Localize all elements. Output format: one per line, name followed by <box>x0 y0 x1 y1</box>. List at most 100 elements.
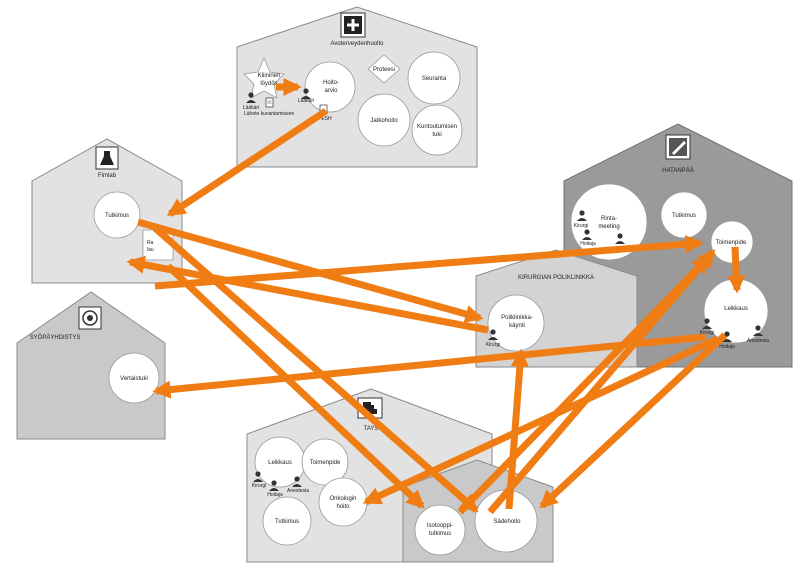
svg-text:meeting: meeting <box>598 224 619 230</box>
svg-text:Leikkaus: Leikkaus <box>724 306 748 312</box>
node-isotooppitutkimus: Isotooppi- tutkimus <box>414 504 466 556</box>
person-icon <box>488 329 498 340</box>
role-kirurgi-tays: Kirurgi <box>252 471 266 489</box>
person-icon <box>269 480 279 491</box>
arrow-fimlab-to-toimenpide <box>154 235 704 290</box>
svg-text:Anestesia: Anestesia <box>287 488 309 494</box>
arrow-sadehoito-to-toimenpide <box>487 249 716 515</box>
house-label: Fimlab <box>98 173 117 179</box>
node-jatkohoito: Jatkohoito <box>357 93 411 147</box>
svg-text:Kuntoutumisen: Kuntoutumisen <box>417 124 457 130</box>
node-seuranta: Seuranta <box>407 51 461 105</box>
person-icon <box>753 325 763 336</box>
svg-text:Ra: Ra <box>147 240 154 246</box>
role-kirurgi-poli: Kirurgi <box>486 329 500 348</box>
svg-text:Jatkohoito: Jatkohoito <box>370 118 398 124</box>
role-kirurgi-hatanpaa: Kirurgi <box>574 210 588 229</box>
svg-text:hoito: hoito <box>336 504 350 510</box>
role-kirurgi-leikkaus: Kirurgi <box>700 318 714 336</box>
svg-text:Kirurgi: Kirurgi <box>700 330 714 336</box>
node-toimenpide-tays: Toimenpide <box>301 438 349 486</box>
svg-text:Leikkaus: Leikkaus <box>268 460 292 466</box>
arrow-leikkaus-to-onkologinen <box>362 335 719 506</box>
house-label: KIRURGIAN POLIKLINIKKA <box>518 275 594 281</box>
node-hoitoarvio: Hoito- arvio <box>304 61 356 113</box>
arrow-leikkaus-to-sadehoito <box>539 332 728 509</box>
arrow-fimlab-to-isotooppi <box>165 263 425 509</box>
role-laakari-2: Lääkäri <box>298 88 314 104</box>
svg-text:Tutkimus: Tutkimus <box>105 213 129 219</box>
svg-text:Seuranta: Seuranta <box>422 76 447 82</box>
arrow-fimlab-to-poliklinikka <box>137 218 484 323</box>
svg-text:Rinta-: Rinta- <box>601 216 617 222</box>
svg-text:Kliininen: Kliininen <box>258 73 281 79</box>
flow-arrows <box>126 77 746 515</box>
svg-text:käynti: käynti <box>509 323 525 329</box>
svg-text:löydös: löydös <box>260 81 277 87</box>
node-tutkimus-tays: Tutkimus <box>262 496 312 546</box>
node-proteesi: Proteesi <box>367 54 401 84</box>
house-label: SYÖPÄYHDISTYS <box>30 334 81 341</box>
role-anestesia-hatanpaa: Anestesia <box>747 325 769 344</box>
svg-text:Hoito-: Hoito- <box>323 80 339 86</box>
svg-text:ete ESH: ete ESH <box>313 116 332 122</box>
person-icon <box>253 471 263 482</box>
person-icon <box>301 88 311 99</box>
arrow-fimlab-to-sadehoito <box>152 225 479 513</box>
svg-text:arvio: arvio <box>324 88 338 94</box>
node-sadehoito: Sädehoito <box>474 489 538 553</box>
svg-text:Lääkäri: Lääkäri <box>298 98 314 104</box>
house-label: HATANPÄÄ <box>662 167 693 174</box>
svg-text:Kirurgi: Kirurgi <box>574 223 588 229</box>
svg-text:tutkimus: tutkimus <box>429 531 451 537</box>
node-tutkimus-hatanpaa: Tutkimus <box>660 191 708 239</box>
support-group-icon <box>78 306 102 330</box>
plus-icon <box>340 12 366 38</box>
svg-text:Onkologin: Onkologin <box>329 496 356 502</box>
person-icon <box>292 476 302 487</box>
svg-text:Proteesi: Proteesi <box>373 67 395 73</box>
house-label: TAYS <box>364 426 379 432</box>
arrow-isotooppi-to-toimenpide <box>457 255 711 515</box>
arrow-poliklinikka-to-fimlab <box>126 255 489 334</box>
node-toimenpide-hatanpaa: Toimenpide <box>710 220 754 264</box>
document-icon <box>265 97 274 108</box>
arrow-toimenpide-to-leikkaus <box>727 246 746 294</box>
svg-text:Anestesia: Anestesia <box>747 338 769 344</box>
svg-text:Lääkäri: Lääkäri <box>243 105 259 111</box>
person-icon <box>577 210 587 221</box>
person-icon <box>702 318 712 329</box>
svg-text:Tutkimus: Tutkimus <box>275 519 299 525</box>
arrow-leikkaus-to-vertaistuki <box>152 333 706 399</box>
node-tutkimus-fimlab: Tutkimus <box>93 191 141 239</box>
node-vertaistuki: Vertaistuki <box>108 352 160 404</box>
flask-icon <box>95 146 119 170</box>
svg-text:Hoitaja: Hoitaja <box>719 344 735 350</box>
role-hoitaja-tays: Hoitaja <box>267 480 283 498</box>
svg-text:Hoitaja: Hoitaja <box>267 492 283 498</box>
svg-text:Hoitaja: Hoitaja <box>580 241 596 247</box>
svg-text:Toimenpide: Toimenpide <box>716 240 747 246</box>
svg-text:Isotooppi-: Isotooppi- <box>427 523 453 529</box>
svg-text:Sädehoito: Sädehoito <box>493 519 521 525</box>
node-kliininen-loydos: Kliininen löydös <box>243 56 285 99</box>
role-hoitaja-hatanpaa-1: Hoitaja <box>580 229 596 247</box>
svg-text:Toimenpide: Toimenpide <box>310 460 341 466</box>
role-laakari-1: Lääkäri <box>243 92 259 111</box>
node-onkologinen-hoito: Onkologin hoito <box>318 477 368 527</box>
svg-text:lau: lau <box>147 247 154 253</box>
role-lahete: Lähete kuvantamiseen <box>244 97 295 117</box>
node-poliklinikkakaynti: Poliklinikka- käynti <box>487 294 545 352</box>
svg-text:Vertaistuki: Vertaistuki <box>120 376 148 382</box>
svg-text:Kirurgi: Kirurgi <box>486 342 500 348</box>
arrow-hoitoarvio-to-fimlab <box>166 108 328 217</box>
person-icon <box>246 92 256 103</box>
svg-text:Kirurgi: Kirurgi <box>252 483 266 489</box>
svg-text:Tutkimus: Tutkimus <box>672 213 696 219</box>
node-rintameeting: Rinta- meeting <box>570 183 648 261</box>
svg-text:tuki: tuki <box>432 132 441 138</box>
svg-text:Lähete kuvantamiseen: Lähete kuvantamiseen <box>244 111 295 117</box>
house-label: Avoterveydenhuolto <box>331 41 385 47</box>
scalpel-icon <box>665 134 691 160</box>
